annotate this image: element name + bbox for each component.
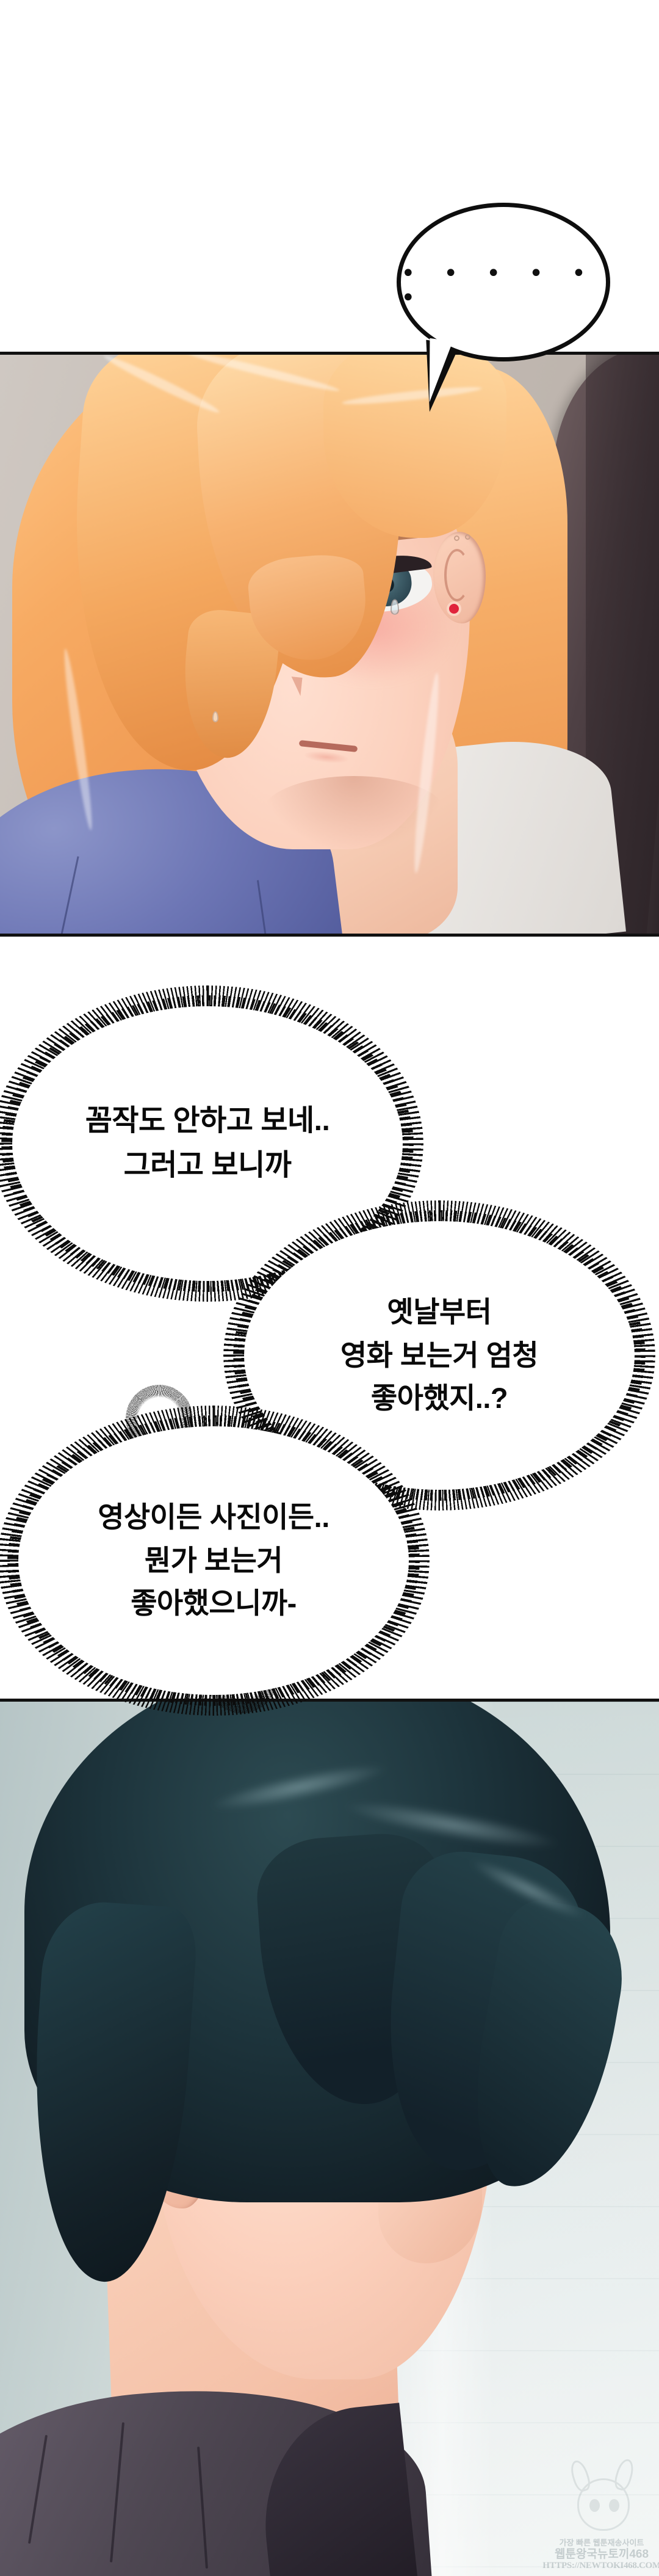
girl-ear-inner-fold bbox=[444, 549, 470, 601]
bubble-2-line-2: 영화 보는거 엄청 bbox=[340, 1338, 539, 1371]
bubble-2-line-1: 옛날부터 bbox=[387, 1296, 492, 1329]
watermark-mascot-icon bbox=[558, 2457, 649, 2547]
bubble-1-text: 꼼작도 안하고 보네.. 그러고 보니까 bbox=[85, 1099, 330, 1188]
mascot-head bbox=[577, 2478, 630, 2531]
bubble-2-line-3: 좋아했지..? bbox=[370, 1382, 508, 1415]
ellipsis-speech-bubble: • • • • • • bbox=[397, 203, 610, 361]
ellipsis-bubble-text: • • • • • • bbox=[401, 259, 597, 312]
bubble-3-line-2: 뭔가 보는거 bbox=[144, 1544, 283, 1576]
bubble-3-line-3: 좋아했으니까- bbox=[131, 1587, 297, 1620]
site-watermark: 가장 빠른 웹툰재송사이트 웹툰왕국뉴토끼468 HTTPS://NEWTOKI… bbox=[542, 2457, 659, 2574]
panel-boy-profile bbox=[0, 1699, 659, 2576]
panel-girl-closeup bbox=[0, 352, 659, 937]
watermark-tagline: 가장 빠른 웹툰재송사이트 bbox=[559, 2538, 644, 2548]
mascot-eye-left bbox=[589, 2499, 600, 2512]
bubble-2-text: 옛날부터 영화 보는거 엄청 좋아했지..? bbox=[340, 1291, 539, 1420]
watermark-url: HTTPS://NEWTOKI468.COM bbox=[542, 2561, 659, 2571]
bubble-1-line-2: 그러고 보니까 bbox=[123, 1149, 292, 1181]
girl-cartilage-piercing-2 bbox=[465, 534, 470, 540]
mascot-eye-right bbox=[609, 2499, 619, 2512]
bubble-3-line-1: 영상이든 사진이든.. bbox=[98, 1501, 330, 1534]
watermark-site-name: 웹툰왕국뉴토끼468 bbox=[554, 2547, 649, 2561]
girl-sweat-drop bbox=[391, 599, 399, 615]
girl-jaw-shadow bbox=[262, 776, 445, 849]
girl-nose bbox=[289, 677, 303, 696]
bubble-1-line-1: 꼼작도 안하고 보네.. bbox=[85, 1105, 330, 1137]
girl-sweat-drop-2 bbox=[212, 711, 218, 722]
bubble-3-fill bbox=[18, 1426, 409, 1695]
girl-bangs-right bbox=[323, 355, 506, 538]
bubble-3-text: 영상이든 사진이든.. 뭔가 보는거 좋아했으니까- bbox=[98, 1496, 330, 1625]
jagged-speech-bubble-3: 영상이든 사진이든.. 뭔가 보는거 좋아했으니까- bbox=[0, 1406, 430, 1716]
girl-cartilage-piercing-1 bbox=[454, 535, 459, 541]
